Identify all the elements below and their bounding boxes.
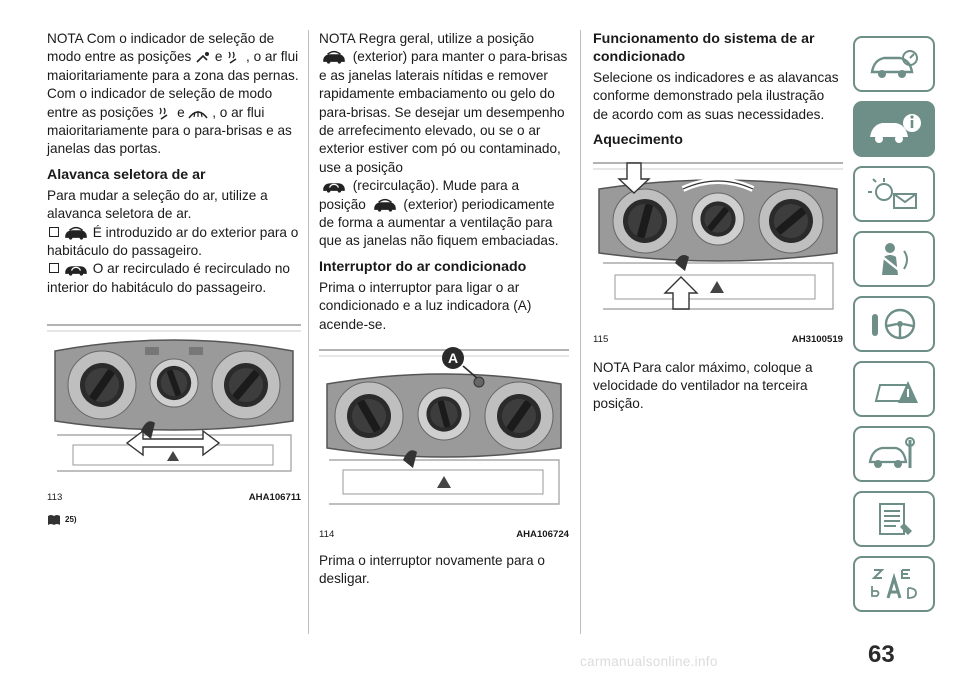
outside-air-car-icon <box>322 51 346 65</box>
figure-code: AHA106724 <box>516 528 569 540</box>
outside-air-car-icon <box>64 226 88 240</box>
intro-text: Para mudar a seleção do ar, utilize a al… <box>47 187 268 222</box>
car-wrench-icon <box>868 437 915 468</box>
figure-caption: 113 AHA106711 <box>47 492 301 503</box>
tab-know-vehicle[interactable] <box>853 101 935 157</box>
alphabet-index-icon <box>871 569 917 599</box>
callout-label-a: A <box>448 350 458 366</box>
tab-dashboard[interactable] <box>853 36 935 92</box>
figure-number: 114 <box>319 528 335 540</box>
ac-panel-illustration: A <box>319 344 569 523</box>
ac-switch-text: Prima o interruptor para ligar o ar cond… <box>319 279 532 332</box>
figure-number: 115 <box>593 333 609 345</box>
watermark: carmanualsonline.info <box>580 654 718 669</box>
figure-number: 113 <box>47 491 63 503</box>
steering-wheel-icon <box>872 308 916 340</box>
column-2: NOTA Regra geral, utilize a posição (ext… <box>319 30 569 588</box>
ac-operation-text: Selecione os indicadores e as alavancas … <box>593 70 839 122</box>
tab-maintenance[interactable] <box>853 426 935 482</box>
subheading-heating: Aquecimento <box>593 132 683 149</box>
heating-panel-illustration <box>593 159 843 328</box>
section-heading-ac-operation: Funcionamento do sistema de ar condicion… <box>593 31 815 65</box>
note-general-rule: NOTA Regra geral, utilize a posição (ext… <box>319 31 568 249</box>
windshield-defrost-icon <box>188 110 209 119</box>
figure-caption: 115 AH3100519 <box>593 334 843 345</box>
footnote-reference: 25) <box>47 511 301 529</box>
warning-book-icon <box>48 514 60 525</box>
recirculation-car-icon <box>322 182 346 194</box>
note-mode-selection: NOTA Com o indicador de seleção de modo … <box>47 31 299 157</box>
outside-air-car-icon <box>373 198 397 212</box>
tab-safety[interactable] <box>853 231 935 287</box>
tab-starting-driving[interactable] <box>853 296 935 352</box>
column-divider <box>580 30 581 634</box>
section-heading-ac-switch: Interruptor do ar condicionado <box>319 258 527 275</box>
feet-airflow-icon <box>196 52 210 63</box>
figure-115: 115 AH3100519 <box>593 159 843 345</box>
figure-code: AHA106711 <box>248 491 301 503</box>
tab-emergency[interactable] <box>853 361 935 417</box>
car-info-icon <box>870 114 921 143</box>
tab-warning-lights[interactable] <box>853 166 935 222</box>
recirculation-car-icon <box>64 266 88 277</box>
document-list-icon <box>879 503 912 535</box>
heating-note: NOTA Para calor máximo, coloque a veloci… <box>593 359 813 412</box>
column-divider <box>308 30 309 634</box>
seatbelt-icon <box>879 243 908 275</box>
figure-114: A 114 AHA106724 <box>319 344 569 540</box>
figure-113: 113 AHA106711 <box>47 311 301 503</box>
climate-panel-illustration <box>47 311 301 486</box>
ac-off-text: Prima o interruptor novamente para o des… <box>319 552 545 586</box>
column-1: NOTA Com o indicador de seleção de modo … <box>47 30 301 529</box>
chapter-tabs <box>853 36 939 621</box>
figure-code: AH3100519 <box>791 333 843 345</box>
warning-triangle-icon <box>874 381 918 403</box>
page-number: 63 <box>868 641 895 668</box>
feet-defrost-icon <box>228 52 237 65</box>
tab-technical-data[interactable] <box>853 491 935 547</box>
section-heading-air-lever: Alavanca seletora de ar <box>47 166 206 183</box>
bullet-outside-air: É introduzido ar do exterior para o habi… <box>47 224 299 259</box>
feet-defrost-icon <box>159 107 168 120</box>
figure-caption: 114 AHA106724 <box>319 529 569 540</box>
warning-light-icon <box>868 178 917 209</box>
bullet-square-icon <box>49 226 59 237</box>
column-3: Funcionamento do sistema de ar condicion… <box>593 30 843 414</box>
car-gauge-icon <box>870 50 918 78</box>
bullet-recirculation: O ar recirculado é recirculado no interi… <box>47 261 290 295</box>
bullet-square-icon <box>49 263 59 274</box>
tab-index[interactable] <box>853 556 935 612</box>
